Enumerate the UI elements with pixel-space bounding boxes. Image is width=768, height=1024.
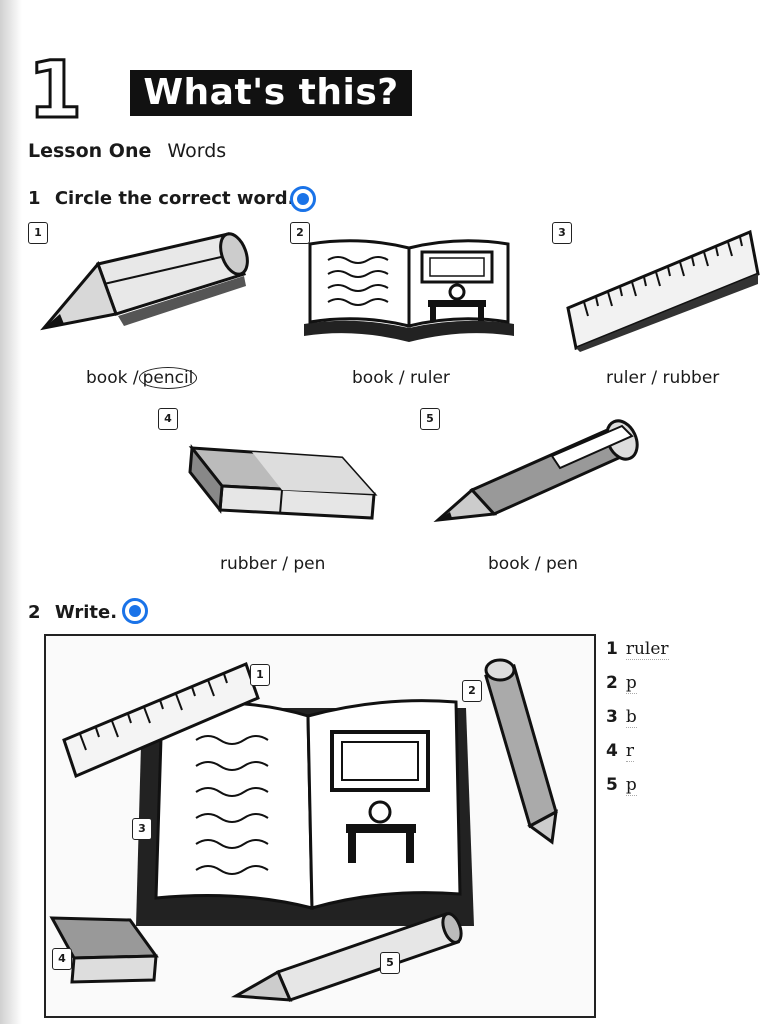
unit-number: 1: [26, 46, 83, 136]
exercise-1-number: 1: [28, 188, 41, 209]
scene-label: 4: [52, 948, 72, 970]
exercise-2-number: 2: [28, 602, 41, 623]
answer-field[interactable]: ruler: [625, 639, 669, 660]
lesson-topic: Words: [167, 140, 227, 162]
option-book[interactable]: book /: [86, 368, 139, 388]
scene-label: 3: [132, 818, 152, 840]
exercise-1-instruction: Circle the correct word.: [54, 188, 295, 209]
item-number: 4: [158, 408, 178, 430]
caption-item-1: book /pencil: [86, 367, 198, 389]
rubber-icon: [188, 444, 378, 520]
exercise-2-heading: 2 Write.: [28, 602, 117, 623]
lesson-heading: Lesson One Words: [28, 140, 226, 162]
exercise-1-heading: 1 Circle the correct word.: [28, 188, 294, 209]
answer-field[interactable]: p: [625, 775, 637, 796]
scene-illustration: 1 2 3 4 5: [44, 634, 596, 1018]
ruler-icon: [566, 229, 760, 352]
scene-label: 1: [250, 664, 270, 686]
item-number: 2: [290, 222, 310, 244]
item-number: 3: [552, 222, 572, 244]
scene-label: 5: [380, 952, 400, 974]
caption-item-3[interactable]: ruler / rubber: [606, 368, 720, 388]
caption-item-5[interactable]: book / pen: [488, 554, 578, 574]
book-icon: [304, 239, 514, 342]
pencil-icon: [40, 232, 249, 331]
audio-play-icon[interactable]: [122, 598, 148, 624]
unit-title: What's this?: [130, 70, 412, 116]
answer-field[interactable]: r: [625, 741, 634, 762]
item-number: 5: [420, 408, 440, 430]
item-number: 1: [28, 222, 48, 244]
caption-item-4[interactable]: rubber / pen: [220, 554, 326, 574]
exercise-2-instruction: Write.: [54, 602, 118, 623]
answer-field[interactable]: b: [625, 707, 637, 728]
desk-scene: [49, 658, 558, 1002]
option-pencil-circled[interactable]: pencil: [138, 367, 198, 389]
caption-item-2[interactable]: book / ruler: [352, 368, 450, 388]
scene-label: 2: [462, 680, 482, 702]
answer-field[interactable]: p: [625, 673, 637, 694]
lesson-name: Lesson One: [28, 140, 152, 162]
audio-play-icon[interactable]: [290, 186, 316, 212]
pen-icon: [433, 419, 639, 522]
page-edge-shadow: [0, 0, 22, 1024]
